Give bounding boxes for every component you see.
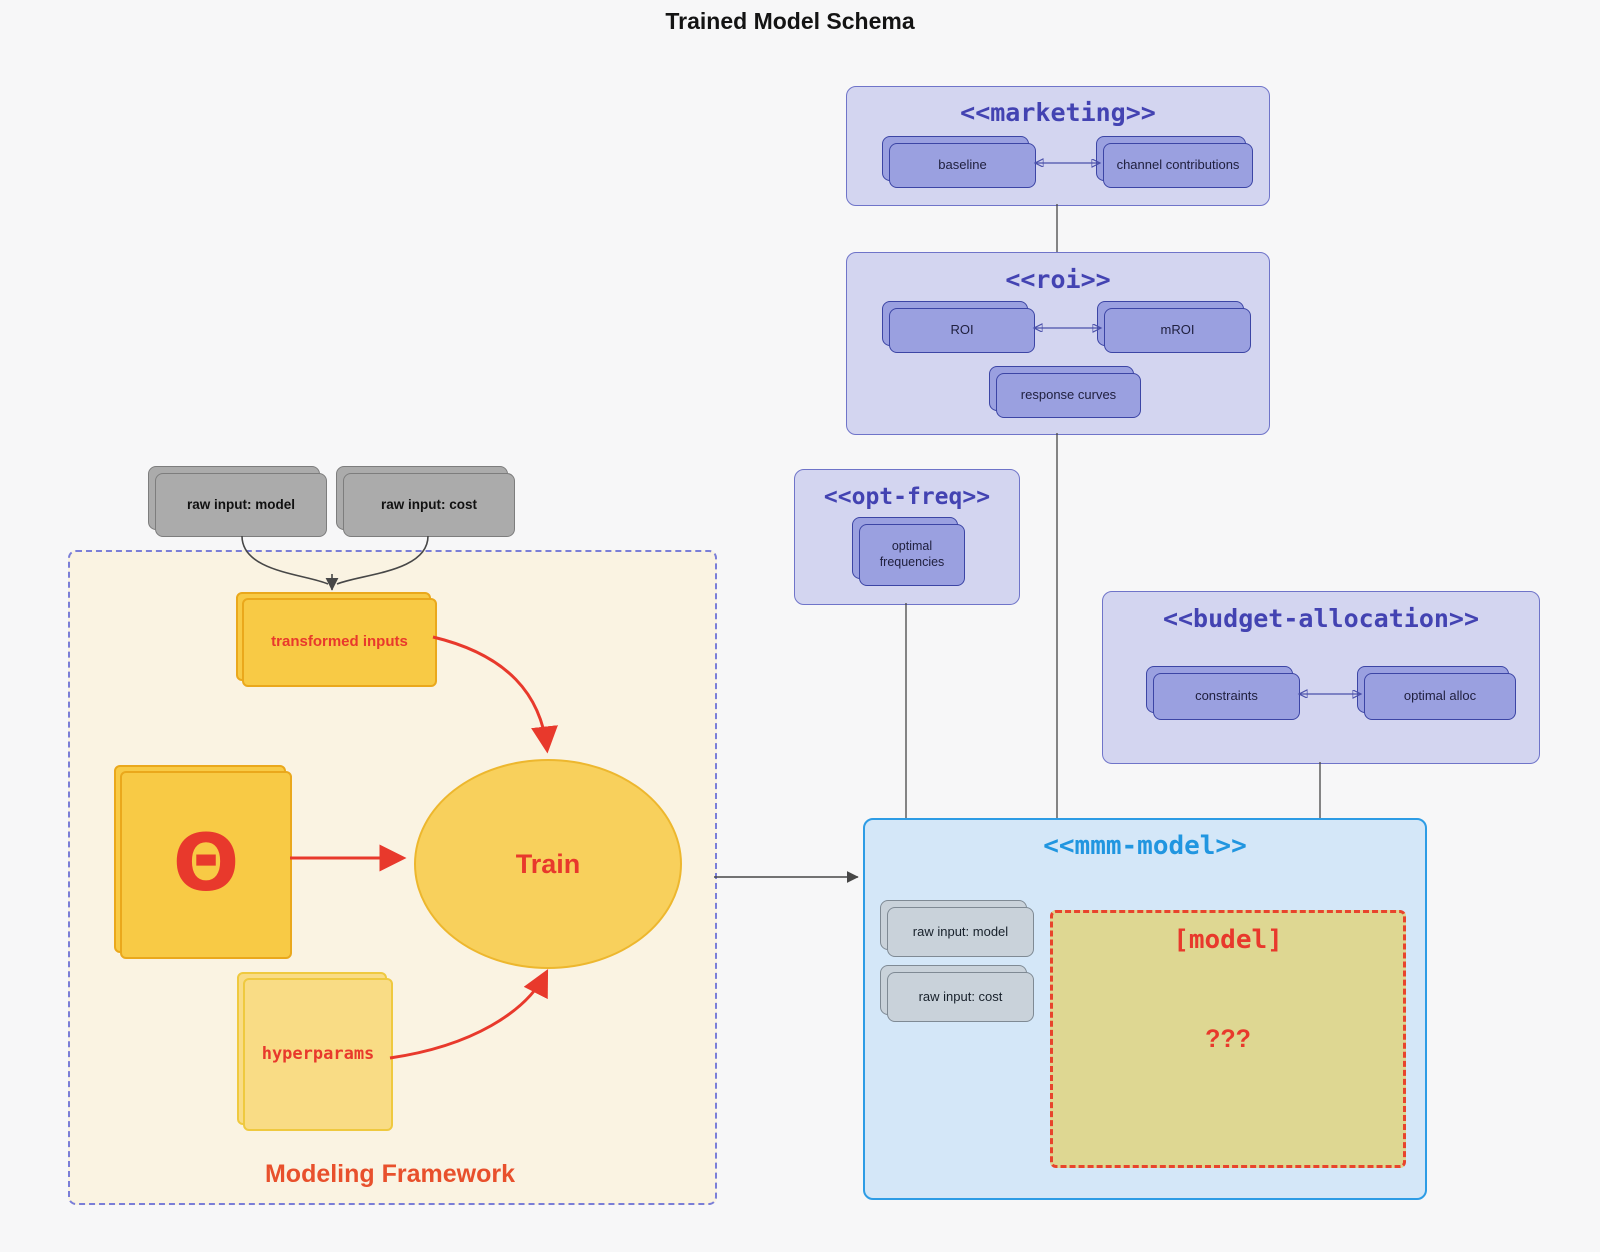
node-model-box: [model] ??? bbox=[1050, 910, 1406, 1168]
node-theta: Θ bbox=[114, 765, 292, 959]
cluster-marketing: <<marketing>> baseline channel contribut… bbox=[846, 86, 1270, 206]
cluster-mmm-model: <<mmm-model>> raw input: model raw input… bbox=[863, 818, 1427, 1200]
node-mmm-raw-input-cost: raw input: cost bbox=[880, 965, 1034, 1022]
node-train-label: Train bbox=[515, 848, 581, 879]
node-constraints: constraints bbox=[1146, 666, 1300, 720]
node-raw-input-cost: raw input: cost bbox=[336, 466, 515, 537]
node-transformed-inputs: transformed inputs bbox=[236, 592, 437, 687]
model-box-title: [model] bbox=[1173, 925, 1283, 955]
cluster-roi: <<roi>> ROI mROI response curves bbox=[846, 252, 1270, 435]
cluster-budget-allocation-title: <<budget-allocation>> bbox=[1162, 604, 1480, 633]
node-hyperparams: hyperparams bbox=[237, 972, 393, 1131]
cluster-mmm-model-title: <<mmm-model>> bbox=[1043, 831, 1247, 861]
node-optimal-frequencies: optimal frequencies bbox=[852, 517, 965, 586]
cluster-opt-freq: <<opt-freq>> optimal frequencies bbox=[794, 469, 1020, 605]
modeling-framework-label: Modeling Framework bbox=[264, 1160, 516, 1188]
node-train: Train bbox=[414, 759, 682, 969]
cluster-modeling-framework: transformed inputs Θ Train hyperparams M… bbox=[68, 550, 717, 1205]
cluster-roi-title: <<roi>> bbox=[1005, 265, 1111, 294]
node-optimal-alloc: optimal alloc bbox=[1357, 666, 1516, 720]
cluster-marketing-title: <<marketing>> bbox=[960, 98, 1156, 127]
node-roi: ROI bbox=[882, 301, 1035, 353]
page-title: Trained Model Schema bbox=[665, 8, 915, 34]
node-response-curves: response curves bbox=[989, 366, 1141, 418]
node-mmm-raw-input-model: raw input: model bbox=[880, 900, 1034, 957]
node-baseline: baseline bbox=[882, 136, 1036, 188]
node-channel-contributions: channel contributions bbox=[1096, 136, 1253, 188]
node-mroi: mROI bbox=[1097, 301, 1251, 353]
cluster-opt-freq-title: <<opt-freq>> bbox=[823, 484, 991, 510]
node-raw-input-model: raw input: model bbox=[148, 466, 327, 537]
cluster-budget-allocation: <<budget-allocation>> constraints optima… bbox=[1102, 591, 1540, 764]
model-box-placeholder: ??? bbox=[1205, 1025, 1251, 1053]
